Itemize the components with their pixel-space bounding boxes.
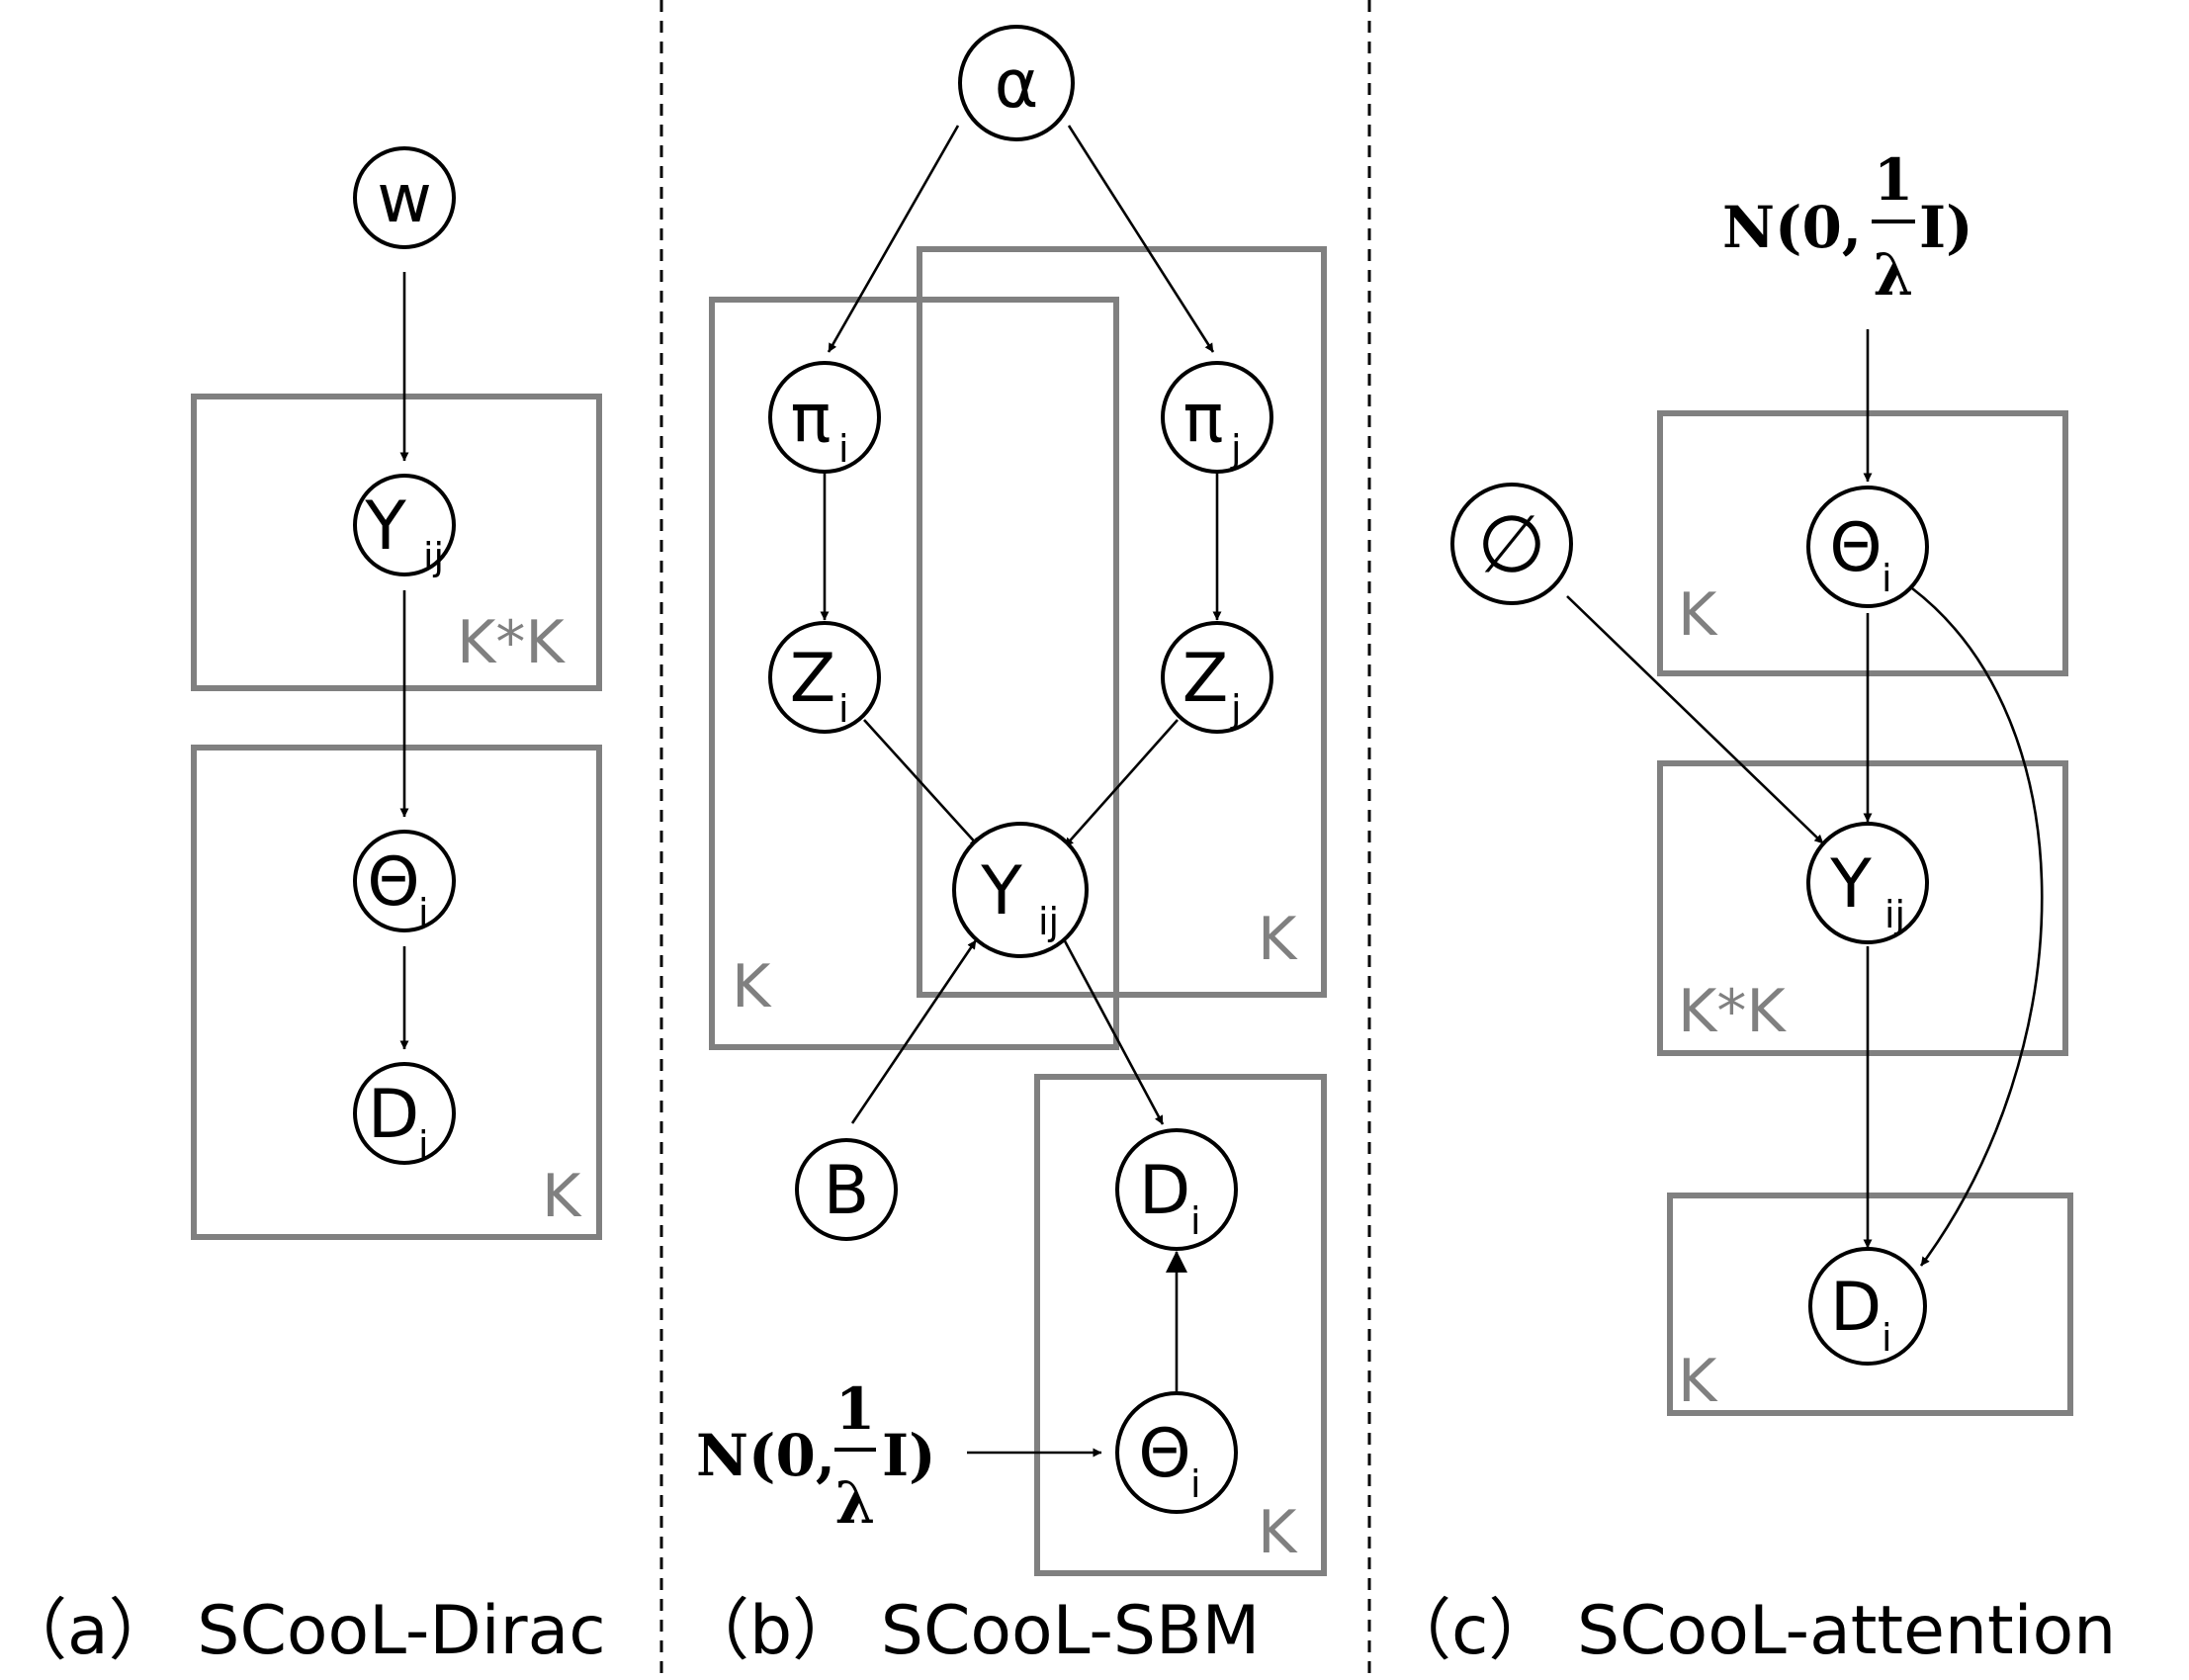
plate-k-c-bottom [1667, 1193, 2073, 1416]
svg-text:Y: Y [364, 487, 406, 566]
node-d-i-c: D i [1808, 1247, 1927, 1366]
edge-b-y [850, 939, 978, 1124]
svg-text:α: α [995, 45, 1039, 124]
svg-text:N(0,: N(0, [1722, 194, 1862, 261]
svg-text:i: i [418, 891, 429, 934]
svg-text:Y: Y [1829, 845, 1872, 924]
svg-text:Y: Y [980, 852, 1022, 930]
svg-text:w: w [377, 160, 432, 238]
node-b: B [795, 1138, 898, 1241]
caption-b: （b） SCooL-SBM [682, 1592, 1260, 1670]
edge-y-d [1061, 936, 1165, 1125]
svg-text:j: j [1230, 687, 1242, 731]
svg-text:Z: Z [1182, 640, 1229, 718]
caption-c: （c） SCooL-attention [1384, 1592, 2116, 1670]
panel-b: K K K α π i π j Z i [696, 25, 1327, 1576]
plate-label-k-a: K [542, 1162, 582, 1231]
panel-a: K*K K w Y ij Θ i D i [191, 146, 602, 1240]
svg-text:π: π [1183, 380, 1224, 458]
plate-label-k-b-right: K [1258, 905, 1298, 974]
node-theta-i-b: Θ i [1115, 1391, 1238, 1514]
plate-kk-a [191, 394, 602, 691]
svg-text:λ: λ [1874, 241, 1914, 309]
plate-k-b-left [709, 297, 1119, 1050]
svg-text:D: D [1830, 1269, 1882, 1347]
node-pi-j: π j [1161, 361, 1273, 474]
edge-z-j-y [1064, 719, 1179, 847]
plate-label-k-b-bottom: K [1258, 1498, 1298, 1567]
node-theta-i-c: Θ i [1806, 486, 1929, 608]
edge-theta-d-curved-c [1911, 586, 2044, 1267]
svg-text:j: j [1230, 427, 1242, 471]
svg-text:D: D [368, 1076, 419, 1154]
svg-text:i: i [1190, 1199, 1201, 1243]
svg-text:N(0,: N(0, [696, 1422, 835, 1489]
svg-text:λ: λ [835, 1469, 876, 1537]
node-w: w [353, 146, 456, 249]
node-d-i-b: D i [1115, 1128, 1238, 1251]
plate-label-kk-c: K*K [1678, 977, 1787, 1046]
svg-text:i: i [838, 427, 849, 471]
plate-k-a [191, 745, 602, 1240]
node-y-ij-b: Y ij [952, 822, 1089, 958]
svg-text:D: D [1139, 1152, 1190, 1230]
svg-text:ij: ij [423, 535, 444, 578]
node-theta-i: Θ i [353, 830, 456, 934]
plate-label-k-c-top: K [1678, 580, 1718, 650]
prior-gaussian-c: N(0, 1 λ I) [1722, 146, 1973, 309]
svg-text:1: 1 [835, 1375, 875, 1443]
svg-text:B: B [824, 1152, 870, 1230]
node-pi-i: π i [768, 361, 881, 474]
plate-k-c-top [1657, 410, 2068, 676]
svg-text:ij: ij [1884, 893, 1905, 936]
node-y-ij: Y ij [353, 474, 456, 578]
plate-label-k-c-bottom: K [1678, 1347, 1718, 1416]
node-alpha: α [958, 25, 1075, 141]
node-y-ij-c: Y ij [1806, 822, 1929, 944]
svg-text:Θ: Θ [1829, 509, 1883, 587]
svg-text:π: π [791, 380, 832, 458]
node-z-i: Z i [768, 621, 881, 734]
svg-text:Θ: Θ [367, 843, 420, 922]
svg-text:Θ: Θ [1138, 1415, 1191, 1493]
plate-k-b-right [917, 246, 1327, 998]
edge-phi-y-c [1566, 595, 1824, 844]
svg-text:i: i [1882, 1316, 1892, 1360]
svg-text:ij: ij [1038, 900, 1059, 943]
edge-alpha-pi-i [827, 125, 960, 353]
panel-c: K K*K K ∅ Θ i Y ij D i N(0, [1450, 146, 2073, 1416]
svg-text:I): I) [882, 1422, 936, 1489]
svg-text:i: i [838, 687, 849, 731]
node-z-j: Z j [1161, 621, 1273, 734]
edge-z-i-y [863, 719, 980, 847]
node-phi: ∅ [1450, 483, 1573, 605]
svg-text:i: i [1190, 1462, 1201, 1506]
prior-gaussian-b: N(0, 1 λ I) [696, 1375, 936, 1537]
svg-text:1: 1 [1874, 146, 1913, 214]
svg-text:i: i [1882, 557, 1892, 600]
edge-alpha-pi-j [1067, 125, 1215, 353]
svg-text:I): I) [1919, 194, 1973, 261]
svg-text:Z: Z [790, 640, 836, 718]
svg-text:∅: ∅ [1477, 498, 1546, 590]
plate-label-kk-a: K*K [457, 608, 566, 677]
node-d-i: D i [353, 1062, 456, 1167]
plate-k-b-bottom [1034, 1074, 1327, 1576]
svg-text:i: i [418, 1123, 429, 1167]
plate-label-k-b-left: K [732, 952, 772, 1021]
plate-kk-c [1657, 760, 2068, 1056]
caption-a: （a） SCooL-Dirac [0, 1592, 606, 1670]
